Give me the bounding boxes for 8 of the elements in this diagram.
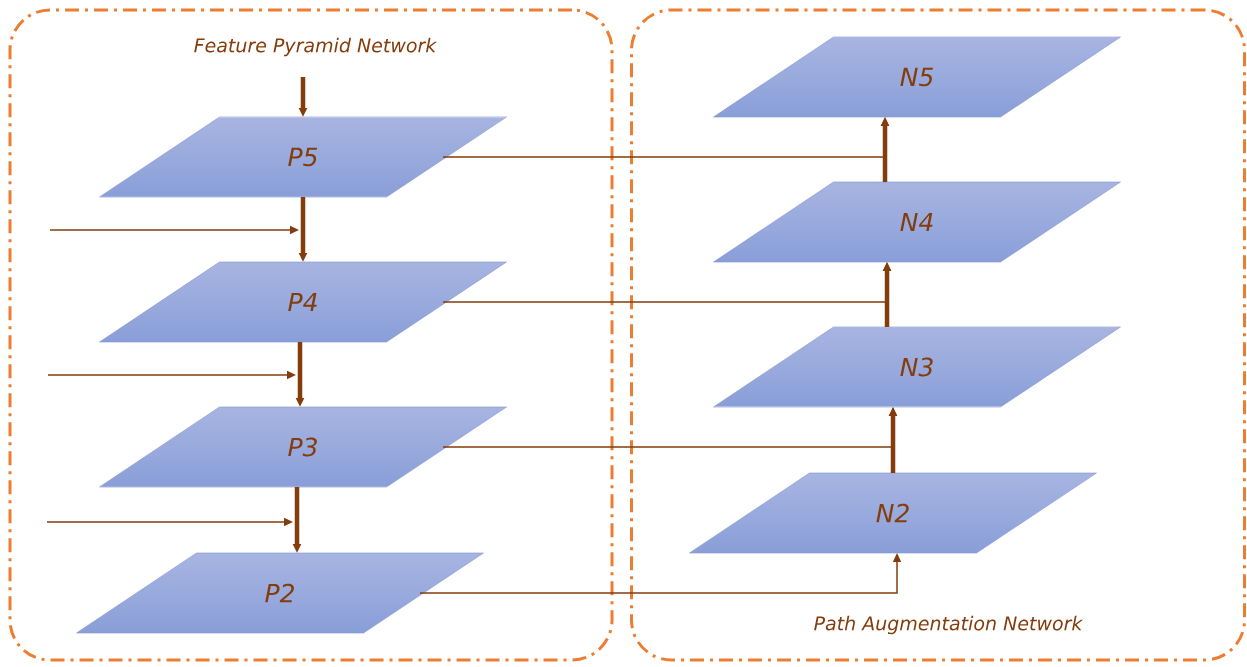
layer-parallelogram: P3 [99, 406, 507, 488]
layer-parallelogram: N2 [689, 472, 1097, 554]
layer-parallelogram: P4 [99, 261, 507, 343]
layer-parallelogram: N3 [713, 326, 1121, 408]
layer-parallelogram: P5 [99, 116, 507, 198]
layer-parallelogram: N4 [713, 181, 1121, 263]
layer-parallelogram: N5 [713, 36, 1121, 118]
layer-parallelogram: P2 [76, 552, 484, 634]
